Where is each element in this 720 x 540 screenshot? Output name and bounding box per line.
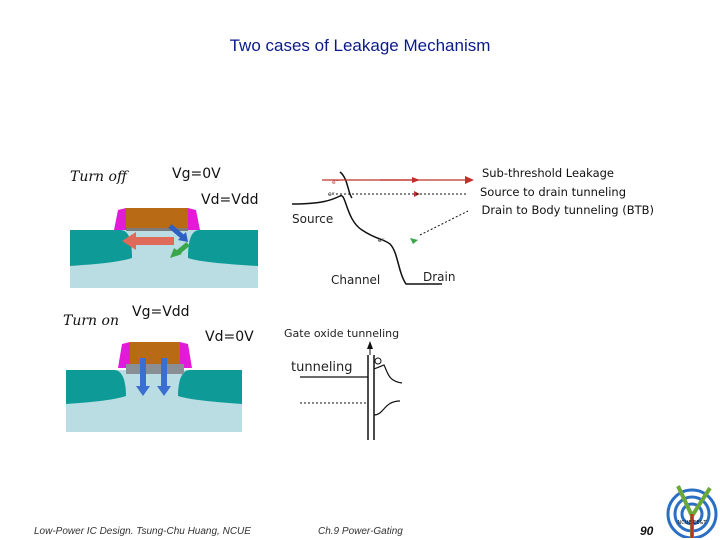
vg-off-label: Vg=0V xyxy=(172,166,221,182)
vd-on-label: Vd=0V xyxy=(205,329,254,345)
blue-leak-arrow-head xyxy=(178,232,188,242)
channel-band-upper xyxy=(373,364,403,384)
legend-sub-threshold: Sub-threshold Leakage xyxy=(481,166,614,180)
legend-pointers xyxy=(380,176,474,236)
on-transistor-diagram xyxy=(66,342,242,432)
off-drain-well xyxy=(188,230,258,266)
logo-text: NCUE EE&T xyxy=(678,520,708,526)
legend-pointer-sub-threshold-head xyxy=(465,176,474,184)
leakage-legend: Sub-threshold Leakage Source to drain tu… xyxy=(440,164,654,220)
electron-mark-3: e⁻ xyxy=(378,237,385,244)
conduction-band-curve xyxy=(291,195,442,285)
on-source-well xyxy=(66,370,126,404)
on-gate xyxy=(130,342,180,364)
logo-outer-ring xyxy=(666,488,718,538)
off-gate-oxide xyxy=(126,228,188,231)
blue-leak-arrow-shaft xyxy=(168,224,186,240)
slide-title: Two cases of Leakage Mechanism xyxy=(229,36,491,55)
off-gate xyxy=(126,208,188,228)
band-drain-label: Drain xyxy=(423,270,456,284)
gate-tunnel-arrow-2-shaft xyxy=(161,358,167,388)
gate-tunnel-arrow-2-head xyxy=(157,386,171,396)
gate-tunnel-arrow-1-head xyxy=(136,386,150,396)
ncue-logo: NCUE EE&T xyxy=(666,485,718,538)
vg-on-label: Vg=Vdd xyxy=(132,304,190,320)
legend-pointer-btb xyxy=(419,210,469,236)
band-source-label: Source xyxy=(292,212,334,226)
btb-small-arrow xyxy=(410,238,418,244)
on-channel-oxide xyxy=(126,364,184,374)
footer-chapter: Ch.9 Power-Gating xyxy=(318,526,403,537)
legend-drain-body: Drain to Body tunneling (BTB) xyxy=(481,203,654,217)
turn-on-label: Turn on xyxy=(63,313,119,329)
off-spacer-left xyxy=(114,208,126,230)
caption-pointer-head xyxy=(367,341,373,349)
tunneling-label: tunneling xyxy=(290,360,354,375)
gate-oxide-band-diagram xyxy=(300,341,403,440)
gate-oxide-caption: Gate oxide tunneling xyxy=(284,327,400,340)
band-top-curve xyxy=(339,171,353,199)
sd-leakage-arrow xyxy=(122,232,174,250)
on-spacer-right xyxy=(180,342,192,368)
electron-mark-2: e⁻ xyxy=(328,191,335,198)
off-transistor-diagram xyxy=(70,208,258,288)
on-spacer-left xyxy=(118,342,130,368)
tunneling-electron xyxy=(374,357,382,365)
footer-course: Low-Power IC Design. Tsung-Chu Huang, NC… xyxy=(34,526,251,537)
legend-source-drain: Source to drain tunneling xyxy=(480,184,626,199)
logo-stem xyxy=(690,514,694,538)
vd-off-label: Vd=Vdd xyxy=(201,192,259,208)
btb-arrow-head xyxy=(170,248,182,258)
on-drain-well xyxy=(178,370,242,404)
off-source-well xyxy=(70,230,132,266)
page-number: 90 xyxy=(640,524,654,538)
band-channel-label: Channel xyxy=(331,273,381,287)
electron-mark-1: e⁻ xyxy=(332,179,339,186)
turn-off-label: Turn off xyxy=(70,169,127,185)
channel-band-lower xyxy=(373,400,401,416)
off-spacer-right xyxy=(188,208,200,230)
gate-tunnel-arrow-1-shaft xyxy=(140,358,146,388)
